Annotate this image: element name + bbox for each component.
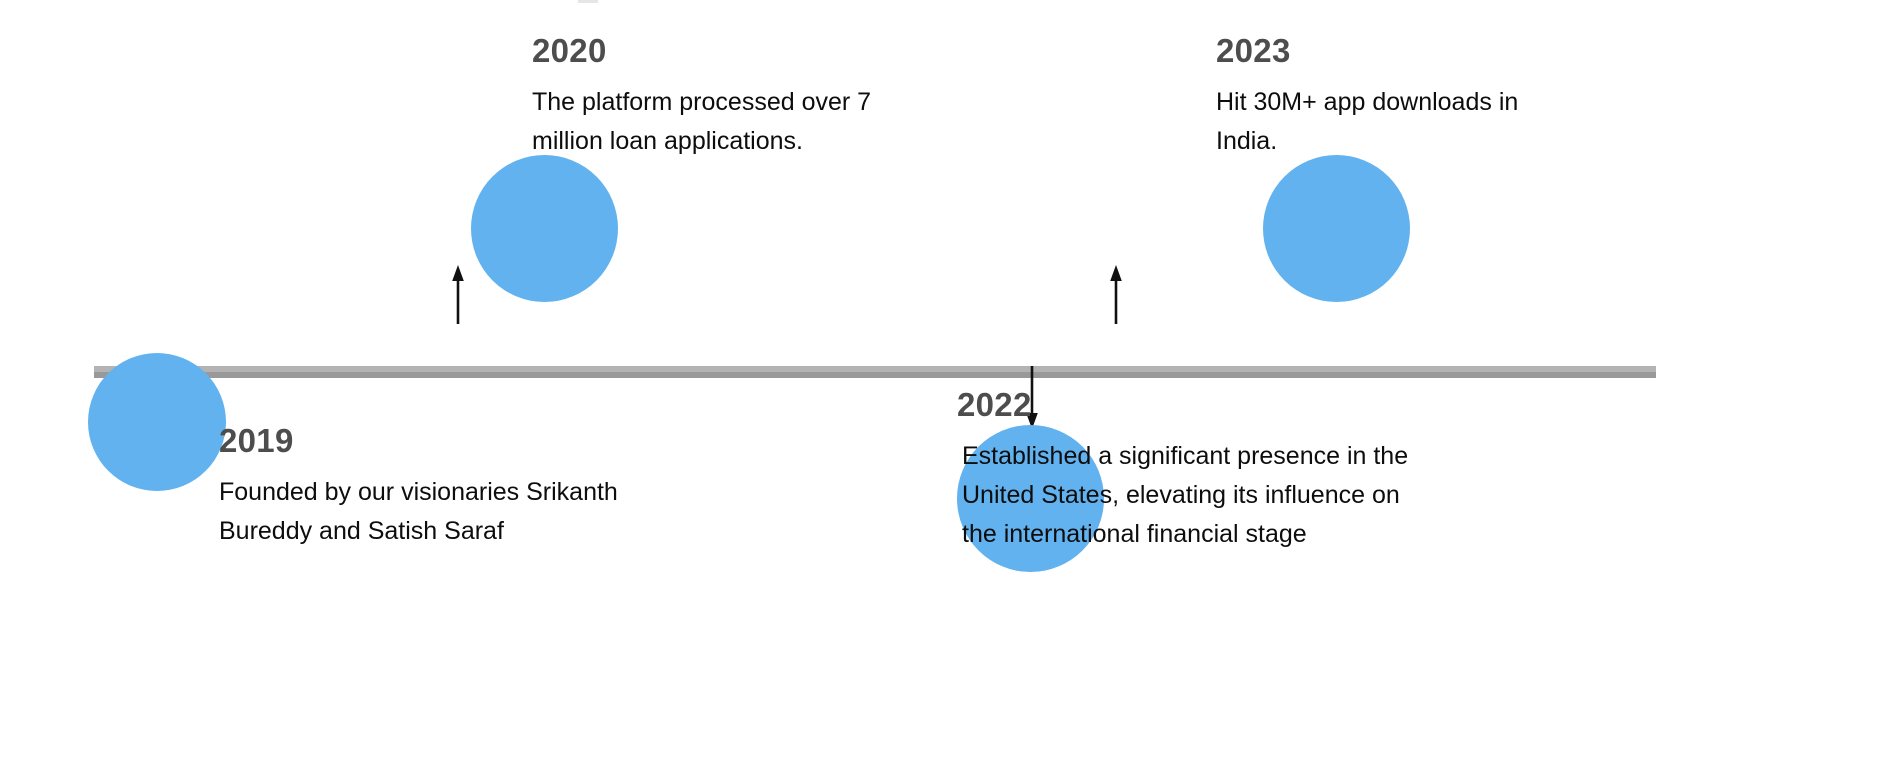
arrow-up-icon-2023 (1106, 262, 1126, 324)
milestone-year-2019: 2019 (219, 422, 294, 459)
milestone-year-2020: 2020 (532, 32, 607, 69)
milestone-marker-2020[interactable] (471, 155, 618, 302)
milestone-description-2019: Founded by our visionaries Srikanth Bure… (219, 478, 618, 545)
timeline-axis-shadow (94, 372, 1656, 378)
timeline-axis-highlight (94, 366, 1656, 372)
milestone-text-2019: 2019 Founded by our visionaries Srikanth… (219, 424, 639, 551)
milestone-description-2023: Hit 30M+ app downloads in India. (1216, 88, 1519, 155)
milestone-marker-2022[interactable] (957, 425, 1104, 572)
milestone-year-2023: 2023 (1216, 32, 1291, 69)
arrow-up-icon-2020 (448, 262, 468, 324)
arrow-down-icon-2022 (1022, 366, 1042, 432)
top-edge-artifact (578, 0, 598, 3)
milestone-text-2020: 2020 The platform processed over 7 milli… (532, 34, 892, 161)
milestone-description-2022: Established a significant presence in th… (962, 442, 1409, 548)
milestone-marker-2019[interactable] (88, 353, 226, 491)
milestone-marker-2023[interactable] (1263, 155, 1410, 302)
milestone-text-2023: 2023 Hit 30M+ app downloads in India. (1216, 34, 1546, 161)
milestone-year-2022: 2022 (957, 386, 1032, 423)
timeline-axis (94, 366, 1656, 378)
milestone-text-2022: 2022 Established a significant presence … (957, 388, 1427, 553)
milestone-description-2020: The platform processed over 7 million lo… (532, 88, 872, 155)
